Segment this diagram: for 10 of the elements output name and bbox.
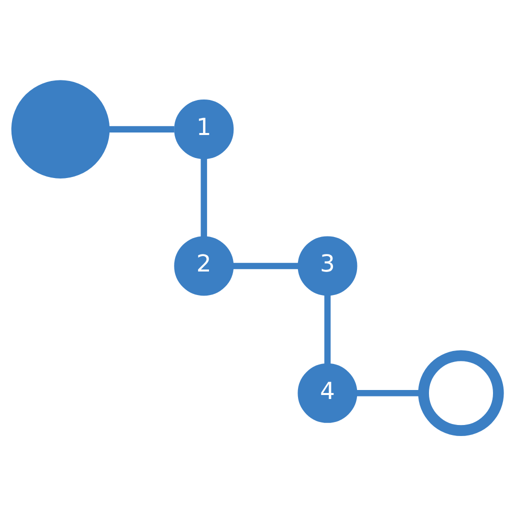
connector (233, 262, 298, 269)
node-circle: 1 (174, 99, 234, 159)
connector (200, 158, 208, 236)
connector (324, 294, 331, 363)
node-circle: 2 (174, 236, 234, 296)
node-circle: 4 (298, 362, 358, 422)
node-circle (418, 350, 504, 436)
node-circle: 3 (298, 236, 358, 296)
node-circle (11, 80, 110, 178)
connector (109, 126, 174, 132)
